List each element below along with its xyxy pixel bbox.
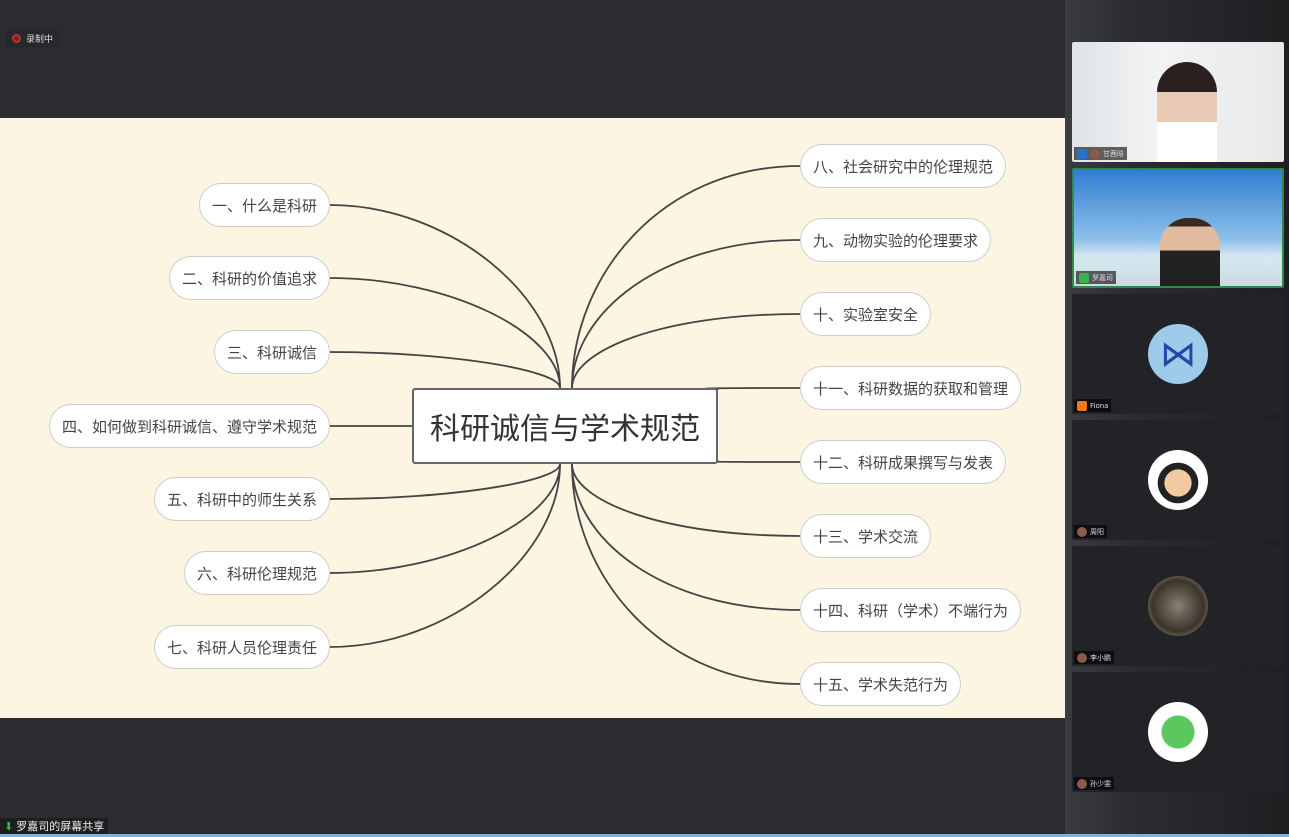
share-owner-label: 罗嘉司的屏幕共享	[16, 820, 105, 833]
connector-line	[329, 277, 561, 389]
avatar-photo	[1148, 576, 1208, 636]
mindmap-node-left: 四、如何做到科研诚信、遵守学术规范	[48, 404, 330, 448]
avatar-cartoon	[1148, 450, 1208, 510]
user-icon	[1077, 148, 1087, 159]
share-icon: ⬇	[4, 819, 14, 833]
avatar-qrcode	[1148, 702, 1208, 762]
mindmap-center-topic: 科研诚信与学术规范	[412, 388, 718, 464]
screen-share-label[interactable]: ⬇罗嘉司的屏幕共享	[0, 818, 109, 834]
mindmap-connectors	[329, 165, 801, 685]
participant-name: 罗嘉司	[1092, 273, 1113, 282]
mindmap-node-left: 二、科研的价值追求	[168, 256, 330, 300]
participant-name: 孙少雯	[1090, 779, 1111, 788]
mindmap-node-right: 十、实验室安全	[800, 292, 932, 336]
shared-screen-slide: 科研诚信与学术规范 一、什么是科研二、科研的价值追求三、科研诚信四、如何做到科研…	[0, 118, 1065, 718]
participant-name: Fiona	[1090, 401, 1109, 410]
connector-line	[329, 463, 561, 500]
connector-line	[705, 459, 801, 463]
participant-tile-active[interactable]: 罗嘉司	[1072, 168, 1284, 288]
mindmap-node-right: 十一、科研数据的获取和管理	[800, 366, 1022, 410]
mindmap-node-right: 十二、科研成果撰写与发表	[800, 440, 1007, 484]
participant-name: 甘茜晗	[1103, 149, 1124, 158]
participant-video	[1160, 218, 1220, 286]
mindmap-node-left: 一、什么是科研	[198, 183, 330, 227]
record-icon	[12, 33, 21, 43]
participant-tile[interactable]: ⋈ Fiona	[1072, 294, 1284, 414]
connector-line	[571, 313, 801, 389]
participant-name: 周阳	[1090, 527, 1104, 536]
mindmap-node-left: 三、科研诚信	[213, 330, 330, 374]
participant-name: 李小鹏	[1090, 653, 1111, 662]
mindmap-node-left: 七、科研人员伦理责任	[153, 625, 330, 669]
mindmap-node-right: 九、动物实验的伦理要求	[800, 218, 992, 262]
participant-tile[interactable]: 孙少雯	[1072, 672, 1284, 792]
mindmap-node-left: 五、科研中的师生关系	[153, 477, 330, 521]
recording-indicator[interactable]: 录制中	[6, 29, 60, 47]
mic-icon	[1090, 148, 1100, 159]
mindmap-node-right: 十四、科研（学术）不端行为	[800, 588, 1022, 632]
connector-line	[571, 239, 801, 389]
recording-label: 录制中	[26, 34, 54, 45]
user-icon	[1077, 400, 1087, 411]
participant-tile[interactable]: 李小鹏	[1072, 546, 1284, 666]
mindmap-node-right: 八、社会研究中的伦理规范	[800, 144, 1007, 188]
avatar-logo: ⋈	[1148, 324, 1208, 384]
mic-icon	[1077, 526, 1087, 537]
connector-line	[329, 463, 561, 648]
mic-icon	[1077, 778, 1087, 789]
mic-speaking-icon	[1079, 272, 1089, 283]
participant-panel: 甘茜晗 罗嘉司 ⋈ Fiona 周阳 李小鹏 孙少雯	[1065, 0, 1289, 837]
mic-icon	[1077, 652, 1087, 663]
connector-line	[571, 463, 801, 685]
mindmap-node-right: 十三、学术交流	[800, 514, 932, 558]
mindmap-node-left: 六、科研伦理规范	[183, 551, 330, 595]
participant-video	[1157, 62, 1217, 162]
connector-line	[329, 204, 561, 389]
participant-tile[interactable]: 周阳	[1072, 420, 1284, 540]
connector-line	[571, 463, 801, 537]
connector-line	[329, 351, 561, 389]
participant-tile[interactable]: 甘茜晗	[1072, 42, 1284, 162]
connector-line	[705, 387, 801, 391]
connector-line	[329, 463, 561, 574]
mindmap-node-right: 十五、学术失范行为	[800, 662, 962, 706]
connector-line	[571, 165, 801, 389]
bottom-bar	[0, 834, 1289, 837]
connector-line	[571, 463, 801, 611]
